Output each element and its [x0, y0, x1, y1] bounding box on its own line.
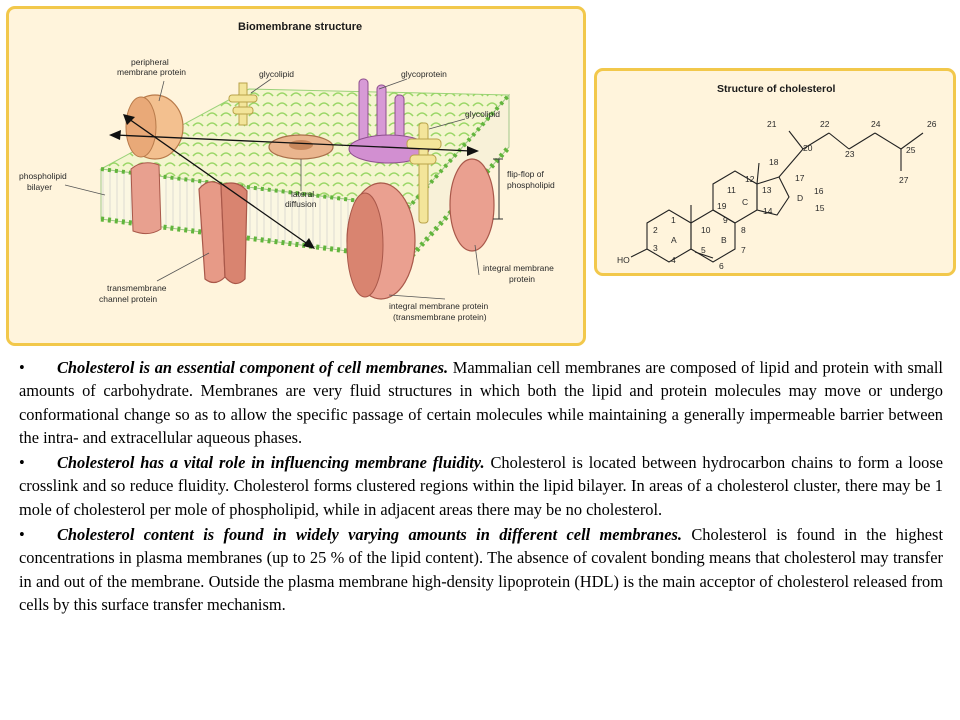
- label-glycolipid-right: glycolipid: [465, 109, 500, 119]
- label-integral-bottom-2: (transmembrane protein): [393, 312, 487, 322]
- bullet: •: [19, 453, 25, 473]
- paragraph-lead: Cholesterol has a vital role in influenc…: [57, 453, 485, 473]
- paragraph-body: Cholesterol is found in the highest conc…: [19, 525, 943, 614]
- label-lateral-1: lateral: [291, 189, 314, 199]
- atom-13: 13: [762, 185, 772, 195]
- cholesterol-diagram: Structure of cholesterol: [617, 83, 937, 271]
- atom-3: 3: [653, 243, 658, 253]
- membrane-slab: [99, 88, 511, 262]
- bullet: •: [19, 525, 25, 545]
- label-integral-right-1: integral membrane: [483, 263, 554, 273]
- cholesterol-figure-panel: Structure of cholesterol: [594, 68, 956, 276]
- glycoprotein: [348, 78, 430, 164]
- ring-D: D: [797, 193, 803, 203]
- label-peripheral-2: membrane protein: [117, 67, 186, 77]
- cholesterol-atom-labels: 21 22 24 26 20 23 25 27 18 12 17 11 13 1…: [617, 119, 937, 271]
- paragraph-lead: Cholesterol is an essential component of…: [57, 358, 449, 377]
- figure-title: Biomembrane structure: [238, 21, 362, 33]
- svg-text:integral membrane protein(tran: integral membrane protein(transmembrane …: [389, 301, 488, 322]
- leader-lines: [64, 78, 480, 300]
- label-glycolipid-top: glycolipid: [259, 69, 294, 79]
- label-flipflop-1: flip-flop of: [507, 169, 544, 179]
- atom-12: 12: [745, 174, 755, 184]
- label-lateral-2: diffusion: [285, 199, 317, 209]
- peripheral-membrane-protein: [125, 94, 184, 160]
- atom-1: 1: [671, 215, 676, 225]
- body-text: • Cholesterol is an essential component o…: [19, 356, 943, 618]
- ring-A: A: [671, 235, 677, 245]
- glycolipid-right: [406, 122, 442, 224]
- atom-16: 16: [814, 186, 824, 196]
- paragraph-3: • Cholesterol content is found in widely …: [19, 523, 943, 616]
- paragraph-2: • Cholesterol has a vital role in influen…: [19, 451, 943, 521]
- cholesterol-skeleton: [630, 130, 924, 263]
- biomembrane-diagram: Biomembrane structure: [19, 21, 555, 322]
- atom-18: 18: [769, 157, 779, 167]
- atom-8: 8: [741, 225, 746, 235]
- label-glycoprotein: glycoprotein: [401, 69, 447, 79]
- glycolipid-top: [228, 82, 258, 126]
- ring-B: B: [721, 235, 727, 245]
- label-flipflop-2: phospholipid: [507, 180, 555, 190]
- atom-5: 5: [701, 245, 706, 255]
- atom-6: 6: [719, 261, 724, 271]
- atom-4: 4: [671, 255, 676, 265]
- label-integral-right-2: protein: [509, 274, 535, 284]
- atom-25: 25: [906, 145, 916, 155]
- atom-17: 17: [795, 173, 805, 183]
- label-phospholipid-2: bilayer: [27, 182, 52, 192]
- hydroxyl-HO: HO: [617, 255, 630, 265]
- atom-9: 9: [723, 215, 728, 225]
- atom-2: 2: [653, 225, 658, 235]
- atom-7: 7: [741, 245, 746, 255]
- atom-22: 22: [820, 119, 830, 129]
- atom-14: 14: [763, 206, 773, 216]
- atom-10: 10: [701, 225, 711, 235]
- atom-19: 19: [717, 201, 727, 211]
- biomembrane-figure-panel: Biomembrane structure: [6, 6, 586, 346]
- atom-27: 27: [899, 175, 909, 185]
- atom-24: 24: [871, 119, 881, 129]
- atom-26: 26: [927, 119, 937, 129]
- integral-membrane-protein: [346, 158, 495, 300]
- bullet: •: [19, 358, 25, 377]
- atom-20: 20: [803, 143, 813, 153]
- ring-C: C: [742, 197, 748, 207]
- membrane-protein-center: [130, 134, 334, 235]
- atom-21: 21: [767, 119, 777, 129]
- paragraph-body: Cholesterol is located between hydrocarb…: [19, 453, 943, 519]
- flip-flop-bracket: [493, 158, 503, 220]
- paragraph-lead: Cholesterol content is found in widely v…: [57, 525, 682, 545]
- label-channel-1: transmembrane: [107, 283, 167, 293]
- paragraph-1: • Cholesterol is an essential component o…: [19, 356, 943, 449]
- label-phospholipid-1: phospholipid: [19, 171, 67, 181]
- label-integral-bottom-1: integral membrane protein: [389, 301, 488, 311]
- atom-15: 15: [815, 203, 825, 213]
- lateral-diffusion-arrows: [109, 114, 479, 249]
- label-peripheral-1: peripheral: [131, 57, 169, 67]
- atom-11: 11: [727, 185, 736, 195]
- transmembrane-channel-protein: [198, 181, 248, 285]
- paragraph-body: Mammalian cell membranes are composed of…: [19, 358, 943, 447]
- figure-title: Structure of cholesterol: [717, 83, 836, 95]
- label-channel-2: channel protein: [99, 294, 157, 304]
- atom-23: 23: [845, 149, 855, 159]
